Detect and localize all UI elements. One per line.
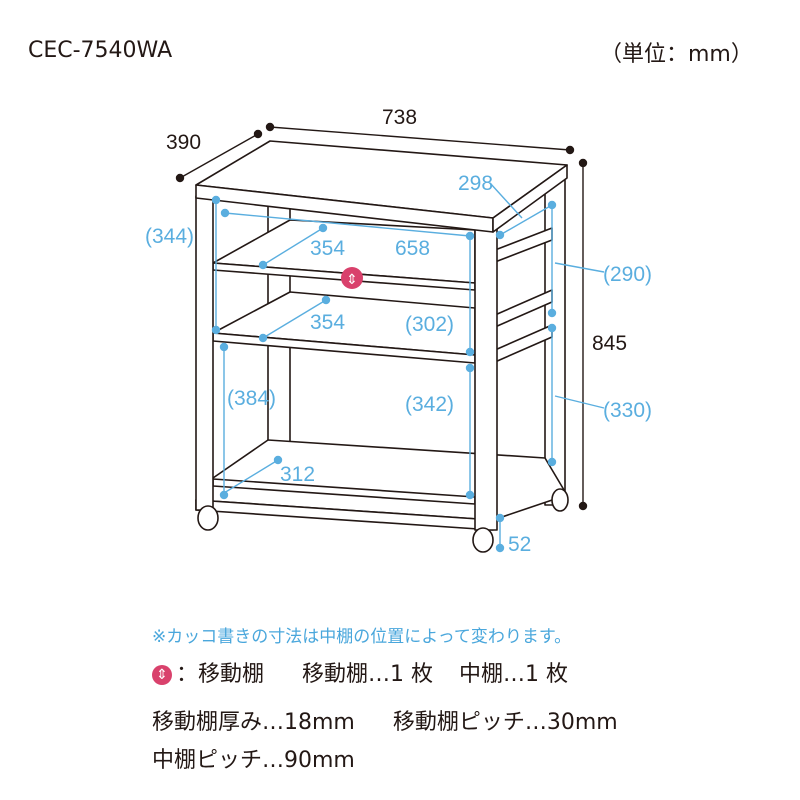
top-side-edge: [492, 164, 568, 233]
shelf-lower-depth-label: 354: [310, 311, 345, 334]
shelf-upper-depth-label: 354: [310, 237, 345, 260]
depth-label: 390: [166, 131, 201, 154]
middle-pitch: 中棚ピッチ…90mm: [152, 748, 355, 773]
right-rail-lower: [494, 324, 553, 363]
middle-count: 中棚…1 枚: [459, 662, 569, 687]
inner-width-label: 658: [395, 237, 430, 260]
cart-drawing: 390 738 845 ⇕ (344) 354 658 298 (290) 35…: [145, 106, 652, 556]
casters: [197, 488, 569, 553]
caster-front-left: [197, 505, 219, 531]
movable-shelf-marker: ⇕: [341, 267, 363, 289]
unit-label: （単位：mm）: [600, 42, 753, 67]
height-label: 845: [592, 332, 627, 355]
movable-thickness: 移動棚厚み…18mm: [152, 710, 355, 735]
movable-pitch: 移動棚ピッチ…30mm: [392, 710, 618, 735]
front-right-leg: [474, 219, 498, 531]
right-lower-label: (330): [603, 399, 652, 422]
caution-note: ※カッコ書きの寸法は中棚の位置によって変わります。: [152, 627, 572, 647]
model-number: CEC-7540WA: [28, 38, 173, 63]
spec-line: 移動棚厚み…18mm 移動棚ピッチ…30mm: [152, 704, 618, 736]
inner-dimensions: [211, 182, 605, 553]
caster-back-right: [551, 488, 569, 512]
legend-label: ：移動棚: [176, 662, 265, 687]
cart-frame: [195, 140, 568, 531]
center-lower-label: (342): [405, 393, 454, 416]
outer-dimensions: [175, 122, 588, 511]
svg-text:⇕: ⇕: [346, 272, 358, 288]
front-left-leg: [195, 195, 214, 511]
width-label: 738: [382, 106, 417, 129]
movable-count: 移動棚…1 枚: [302, 662, 434, 687]
center-upper-label: (302): [405, 313, 454, 336]
legend-line: ⇕：移動棚 移動棚…1 枚中棚…1 枚: [152, 656, 568, 688]
bottom-depth-label: 312: [280, 463, 315, 486]
left-lower-label: (384): [227, 387, 276, 410]
movable-shelf-icon: ⇕: [152, 665, 172, 685]
top-inner-depth-label: 298: [458, 172, 493, 195]
caster-front-right: [472, 527, 494, 553]
caster-height-label: 52: [508, 533, 531, 556]
right-upper-label: (290): [603, 263, 652, 286]
left-upper-label: (344): [145, 225, 194, 248]
right-rail-middle: [494, 289, 553, 328]
